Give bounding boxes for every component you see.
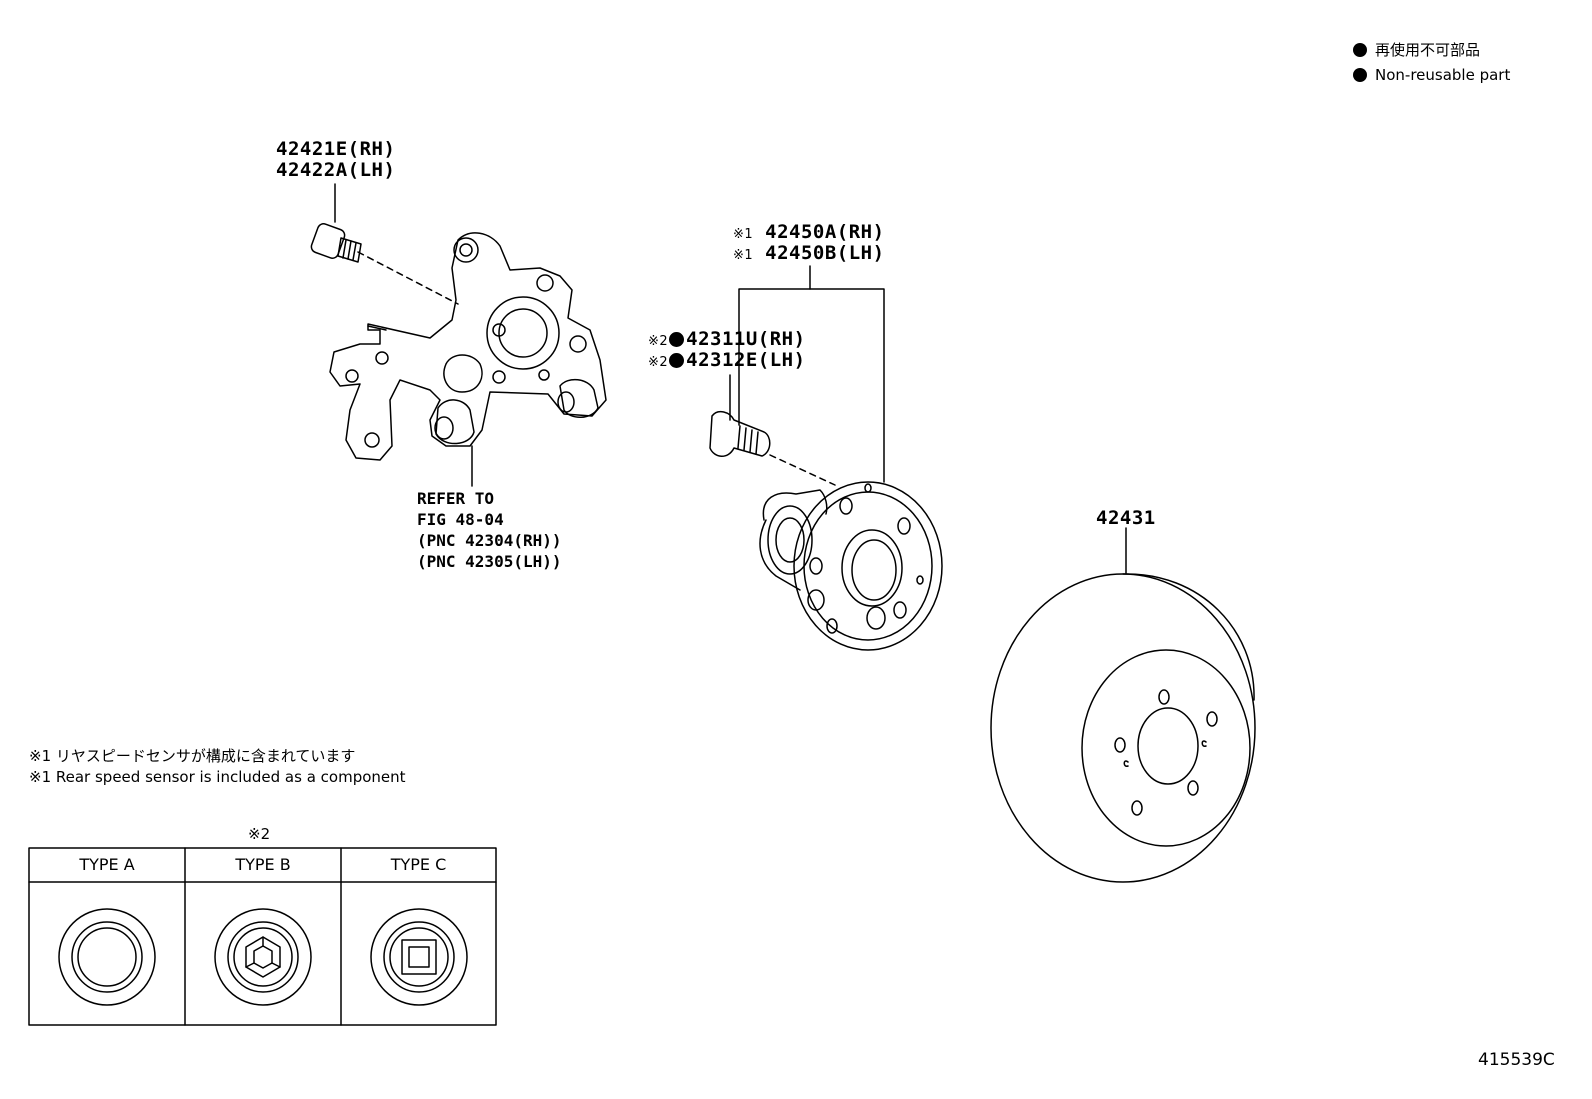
legend-item-jp: 再使用不可部品 [1353,38,1480,63]
bolt-part-number-lh: 42422A(LH) [276,159,396,181]
type-c-header: TYPE C [390,855,447,874]
hub-drawing [759,481,943,651]
stud-note-mark: ※2 [648,355,669,370]
knuckle-ref-line2: FIG 48-04 [417,510,504,529]
hub-note-mark: ※1 [733,248,754,263]
bolt-drawing [310,223,362,263]
non-reusable-dot-icon [1353,43,1367,57]
figure-id: 415539C [1478,1050,1555,1070]
non-reusable-dot-icon [669,353,685,368]
hub-part-number-lh: ※1 42450B(LH) [733,242,885,264]
stud-drawing [709,410,771,457]
note-jp: ※1 リヤスピードセンサが構成に含まれています [29,747,356,765]
rotor-drawing [990,573,1256,883]
type-table-mark: ※2 [248,825,271,843]
bolt-part-number-rh: 42421E(RH) [276,138,396,160]
type-b-header: TYPE B [235,855,291,874]
hub-note-mark: ※1 [733,227,754,242]
non-reusable-dot-icon [669,332,685,347]
knuckle-drawing [329,232,607,461]
bolt-dash-line [357,251,459,305]
knuckle-ref-line1: REFER TO [417,489,495,508]
legend-item-en: Non-reusable part [1353,63,1510,88]
hub-part-number-rh: ※1 42450A(RH) [733,221,885,243]
stud-note-mark: ※2 [648,334,669,349]
type-a-nut-drawing [58,908,156,1006]
stud-dash-line [769,454,836,486]
rotor-part-number: 42431 [1096,507,1156,529]
note-en: ※1 Rear speed sensor is included as a co… [29,768,406,786]
type-c-nut-drawing [370,908,468,1006]
type-a-header: TYPE A [79,855,135,874]
type-table-grid [28,847,497,1026]
hub-leader-bracket [738,288,885,483]
knuckle-ref-line4: (PNC 42305(LH)) [417,552,562,571]
type-b-nut-drawing [214,908,312,1006]
knuckle-ref-line3: (PNC 42304(RH)) [417,531,562,550]
non-reusable-dot-icon [1353,68,1367,82]
